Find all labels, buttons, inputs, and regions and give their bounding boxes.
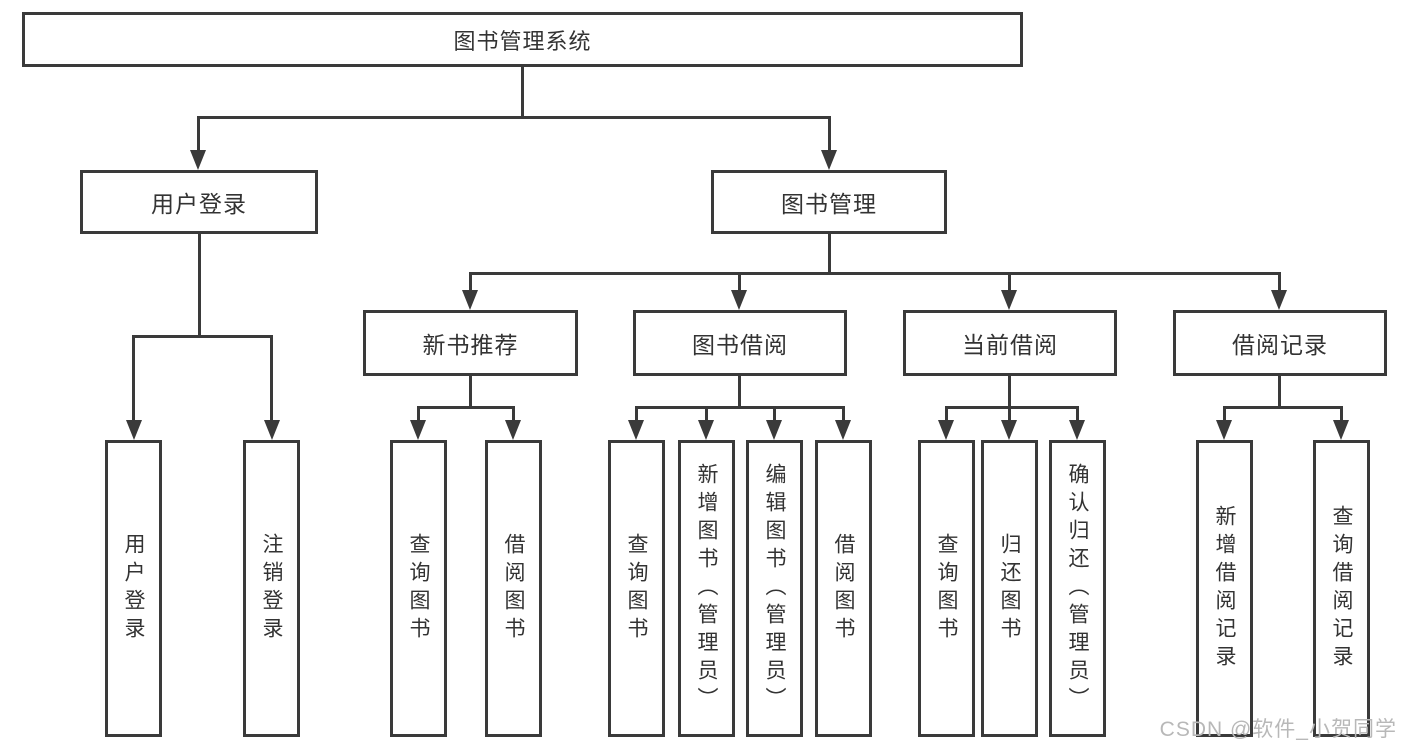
arrow-down-icon (1216, 420, 1232, 440)
connector-line (945, 406, 1079, 409)
arrow-down-icon (505, 420, 521, 440)
arrow-down-icon (264, 420, 280, 440)
connector-line (1223, 406, 1343, 409)
leaf-add-borrow-record: 新增借阅记录 (1196, 440, 1253, 737)
node-book-management: 图书管理 (711, 170, 947, 234)
arrow-down-icon (410, 420, 426, 440)
node-borrow-records: 借阅记录 (1173, 310, 1387, 376)
arrow-down-icon (698, 420, 714, 440)
node-book-management-system: 图书管理系统 (22, 12, 1023, 67)
arrow-down-icon (835, 420, 851, 440)
arrow-down-icon (821, 150, 837, 170)
leaf-query-books-3: 查询图书 (918, 440, 975, 737)
leaf-logout: 注销登录 (243, 440, 300, 737)
connector-line (635, 406, 638, 422)
connector-line (828, 116, 831, 152)
arrow-down-icon (1333, 420, 1349, 440)
arrow-down-icon (766, 420, 782, 440)
arrow-down-icon (1001, 290, 1017, 310)
connector-line (469, 376, 472, 408)
connector-line (1008, 376, 1011, 408)
leaf-confirm-return-admin: 确认归还（管理员） (1049, 440, 1106, 737)
connector-line (521, 67, 524, 116)
connector-line (417, 406, 420, 422)
connector-line (1223, 406, 1226, 422)
connector-line (828, 234, 831, 274)
arrow-down-icon (1069, 420, 1085, 440)
connector-line (1076, 406, 1079, 422)
arrow-down-icon (1001, 420, 1017, 440)
connector-line (842, 406, 845, 422)
connector-line (635, 406, 845, 409)
connector-line (132, 335, 273, 338)
connector-line (198, 234, 201, 337)
leaf-edit-book-admin: 编辑图书（管理员） (746, 440, 803, 737)
connector-line (469, 272, 472, 292)
node-user-login: 用户登录 (80, 170, 318, 234)
leaf-borrow-books: 借阅图书 (485, 440, 542, 737)
leaf-query-books: 查询图书 (390, 440, 447, 737)
leaf-add-book-admin: 新增图书（管理员） (678, 440, 735, 737)
connector-line (773, 406, 776, 422)
arrow-down-icon (938, 420, 954, 440)
connector-line (945, 406, 948, 422)
connector-line (417, 406, 515, 409)
watermark: CSDN @软件_小贺同学 (1159, 718, 1397, 741)
leaf-return-book: 归还图书 (981, 440, 1038, 737)
connector-line (738, 376, 741, 408)
arrow-down-icon (731, 290, 747, 310)
arrow-down-icon (462, 290, 478, 310)
connector-line (738, 272, 741, 292)
node-current-borrow: 当前借阅 (903, 310, 1117, 376)
leaf-query-borrow-record: 查询借阅记录 (1313, 440, 1370, 737)
node-new-book-recommend: 新书推荐 (363, 310, 578, 376)
leaf-query-books-2: 查询图书 (608, 440, 665, 737)
leaf-user-login: 用户登录 (105, 440, 162, 737)
connector-line (1278, 272, 1281, 292)
connector-line (469, 272, 1281, 275)
connector-line (1008, 406, 1011, 422)
leaf-borrow-books-2: 借阅图书 (815, 440, 872, 737)
connector-line (1278, 376, 1281, 408)
connector-line (1340, 406, 1343, 422)
arrow-down-icon (1271, 290, 1287, 310)
connector-line (512, 406, 515, 422)
arrow-down-icon (190, 150, 206, 170)
connector-line (197, 116, 200, 152)
connector-line (1008, 272, 1011, 292)
arrow-down-icon (628, 420, 644, 440)
connector-line (705, 406, 708, 422)
connector-line (270, 335, 273, 422)
arrow-down-icon (126, 420, 142, 440)
connector-line (197, 116, 831, 119)
connector-line (132, 335, 135, 422)
node-book-borrow: 图书借阅 (633, 310, 847, 376)
